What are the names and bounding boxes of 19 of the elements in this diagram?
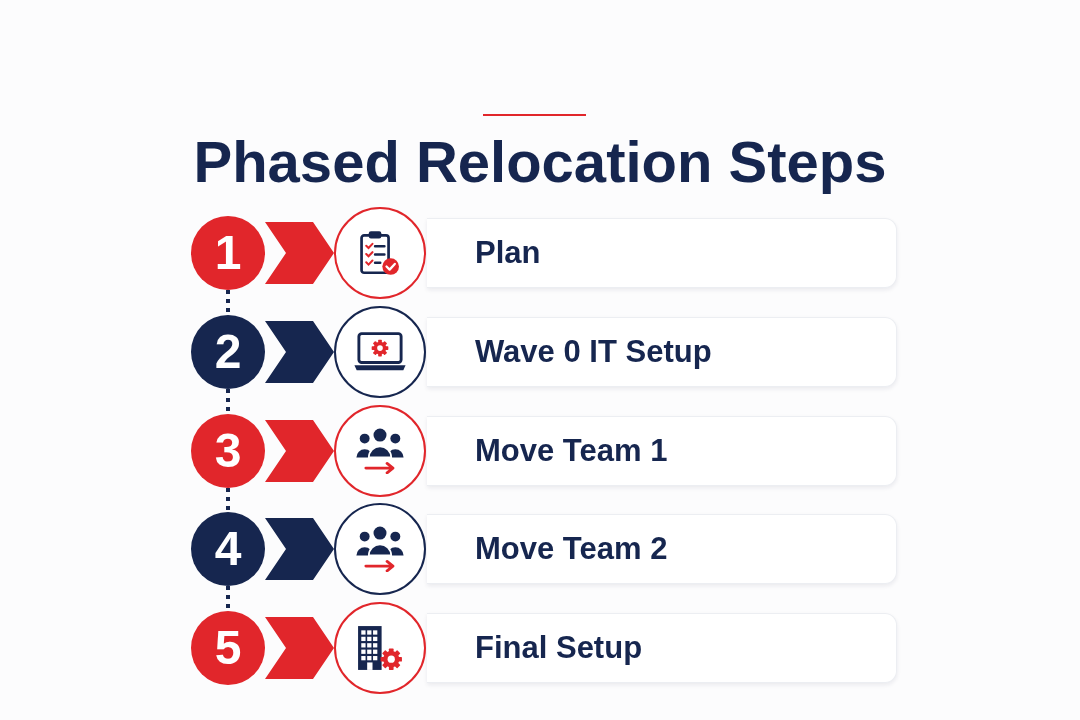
step-card (427, 613, 897, 683)
dotted-connector (226, 290, 230, 315)
chevron-arrow (265, 222, 334, 284)
step-card (427, 514, 897, 584)
step-title: Wave 0 IT Setup (475, 332, 713, 371)
step-title: Plan (475, 233, 542, 272)
chevron-arrow (265, 617, 334, 679)
dotted-connector (226, 389, 230, 414)
step-card (427, 317, 897, 387)
step-card (427, 218, 897, 288)
dotted-connector (226, 488, 230, 512)
chevron-arrow (265, 321, 334, 383)
step-title: Final Setup (475, 628, 644, 667)
step-title: Move Team 2 (475, 529, 669, 568)
step-title: Move Team 1 (475, 431, 669, 470)
dotted-connector (226, 586, 230, 611)
chevron-arrow (265, 420, 334, 482)
chevron-arrow (265, 518, 334, 580)
step-card (427, 416, 897, 486)
